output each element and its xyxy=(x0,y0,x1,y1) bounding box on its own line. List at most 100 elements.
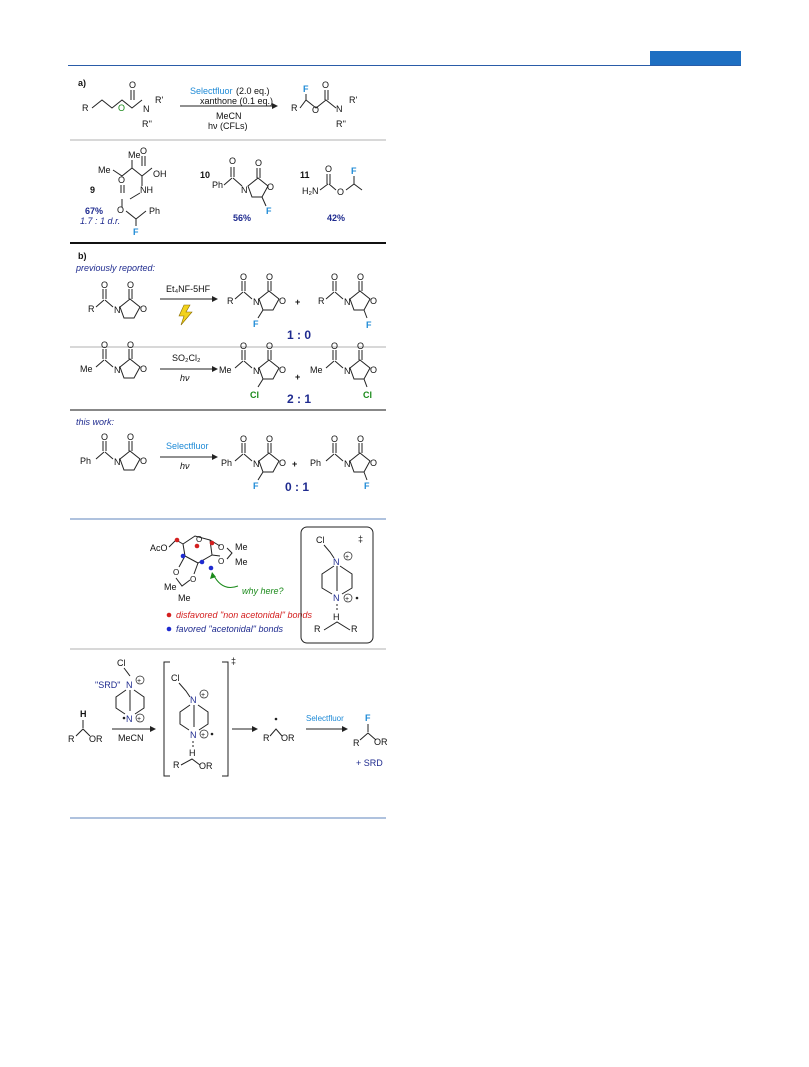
svg-text:O: O xyxy=(322,80,329,90)
svg-text:+: + xyxy=(201,732,205,739)
svg-text:O: O xyxy=(357,272,364,282)
svg-text:H: H xyxy=(80,709,87,719)
svg-text:R: R xyxy=(173,760,180,770)
svg-text:H₂N: H₂N xyxy=(302,186,319,196)
svg-text:Cl: Cl xyxy=(171,673,180,683)
svg-text:R: R xyxy=(88,304,95,314)
svg-text:O: O xyxy=(279,296,286,306)
svg-text:O: O xyxy=(129,80,136,90)
radical-intermediate: R OR xyxy=(263,717,295,743)
svg-text:+: + xyxy=(201,692,205,699)
svg-text:O: O xyxy=(370,296,377,306)
svg-text:Me: Me xyxy=(178,593,191,603)
svg-text:O: O xyxy=(101,340,108,350)
svg-text:Me: Me xyxy=(80,364,93,374)
row3-product-5F: Ph O N O O F xyxy=(310,434,377,491)
svg-text:11: 11 xyxy=(300,170,310,180)
svg-text:1.7 : 1 d.r.: 1.7 : 1 d.r. xyxy=(80,216,120,226)
svg-text:Cl: Cl xyxy=(117,658,126,668)
svg-text:hν: hν xyxy=(180,373,190,383)
svg-text:O: O xyxy=(118,103,125,113)
svg-text:N: N xyxy=(344,459,351,469)
svg-text:OR: OR xyxy=(199,761,213,771)
svg-text:2 : 1: 2 : 1 xyxy=(287,392,311,406)
svg-text:Et₄NF-5HF: Et₄NF-5HF xyxy=(166,284,211,294)
svg-text:O: O xyxy=(266,341,273,351)
svg-text:Me: Me xyxy=(235,542,248,552)
svg-text:O: O xyxy=(337,187,344,197)
svg-text:(2.0 eq.): (2.0 eq.) xyxy=(236,86,270,96)
svg-text:Me: Me xyxy=(310,365,323,375)
svg-text:F: F xyxy=(351,166,357,176)
svg-text:O: O xyxy=(240,272,247,282)
svg-text:Ph: Ph xyxy=(149,206,160,216)
svg-text:O: O xyxy=(370,458,377,468)
svg-text:OR: OR xyxy=(89,734,103,744)
row3-substrate: Ph O N O O xyxy=(80,432,147,471)
svg-text:Ph: Ph xyxy=(212,180,223,190)
svg-text:O: O xyxy=(331,434,338,444)
row1-product-4F: R O N O O F xyxy=(227,272,286,329)
svg-text:R: R xyxy=(314,624,321,634)
svg-text:O: O xyxy=(140,456,147,466)
svg-text:N: N xyxy=(333,557,340,567)
svg-text:Me: Me xyxy=(128,150,141,160)
svg-text:+: + xyxy=(345,554,349,561)
svg-text:O: O xyxy=(117,205,124,215)
svg-text:N: N xyxy=(344,297,351,307)
srd-reagent: Cl "SRD" N + N + xyxy=(95,658,145,724)
svg-text:42%: 42% xyxy=(327,213,345,223)
svg-text:O: O xyxy=(357,434,364,444)
svg-text:R: R xyxy=(291,103,298,113)
svg-text:O: O xyxy=(266,434,273,444)
svg-text:O: O xyxy=(196,535,202,544)
svg-text:OR: OR xyxy=(281,733,295,743)
svg-text:SO₂Cl₂: SO₂Cl₂ xyxy=(172,353,201,363)
svg-text:"SRD": "SRD" xyxy=(95,680,120,690)
svg-text:+: + xyxy=(345,596,349,603)
sugar-acetonide-structure: AcO O O O Me Me O O Me Me xyxy=(150,535,248,603)
svg-text:R': R' xyxy=(155,95,163,105)
svg-text:N: N xyxy=(241,185,248,195)
svg-text:O: O xyxy=(229,156,236,166)
svg-text:this work:: this work: xyxy=(76,417,115,427)
svg-text:N: N xyxy=(253,459,260,469)
svg-text:N: N xyxy=(126,714,133,724)
svg-text:Me: Me xyxy=(219,365,232,375)
svg-text:N: N xyxy=(344,366,351,376)
row1-product-5F: R O N O O F xyxy=(318,272,377,330)
header-rule xyxy=(68,65,741,66)
svg-text:+ SRD: + SRD xyxy=(356,758,383,768)
svg-text:R: R xyxy=(263,733,270,743)
svg-text:1 : 0: 1 : 0 xyxy=(287,328,311,342)
svg-text:N: N xyxy=(114,457,121,467)
svg-text:N: N xyxy=(190,695,197,705)
svg-text:O: O xyxy=(127,432,134,442)
row1-substrate: R O N O O xyxy=(88,280,147,319)
svg-text:OH: OH xyxy=(153,169,167,179)
ts-box: ‡ Cl N + N + H R R xyxy=(300,526,374,644)
svg-text:O: O xyxy=(279,365,286,375)
svg-text:O: O xyxy=(279,458,286,468)
svg-text:N: N xyxy=(126,680,133,690)
svg-text:O: O xyxy=(331,341,338,351)
svg-text:O: O xyxy=(357,341,364,351)
svg-text:R: R xyxy=(227,296,234,306)
svg-text:N: N xyxy=(143,104,150,114)
ts-bracket: ‡ Cl N + N + H R OR xyxy=(163,656,236,777)
svg-text:R'': R'' xyxy=(142,119,152,129)
svg-text:Ph: Ph xyxy=(310,458,321,468)
svg-text:OR: OR xyxy=(374,737,388,747)
svg-text:hν (CFLs): hν (CFLs) xyxy=(208,121,248,131)
svg-text:O: O xyxy=(266,272,273,282)
svg-text:Cl: Cl xyxy=(363,390,372,400)
svg-text:MeCN: MeCN xyxy=(118,733,144,743)
svg-text:MeCN: MeCN xyxy=(216,111,242,121)
svg-text:F: F xyxy=(133,227,139,237)
svg-text:NH: NH xyxy=(140,185,153,195)
svg-text:O: O xyxy=(101,280,108,290)
svg-text:O: O xyxy=(140,146,147,156)
svg-text:F: F xyxy=(303,84,309,94)
svg-text:N: N xyxy=(190,730,197,740)
